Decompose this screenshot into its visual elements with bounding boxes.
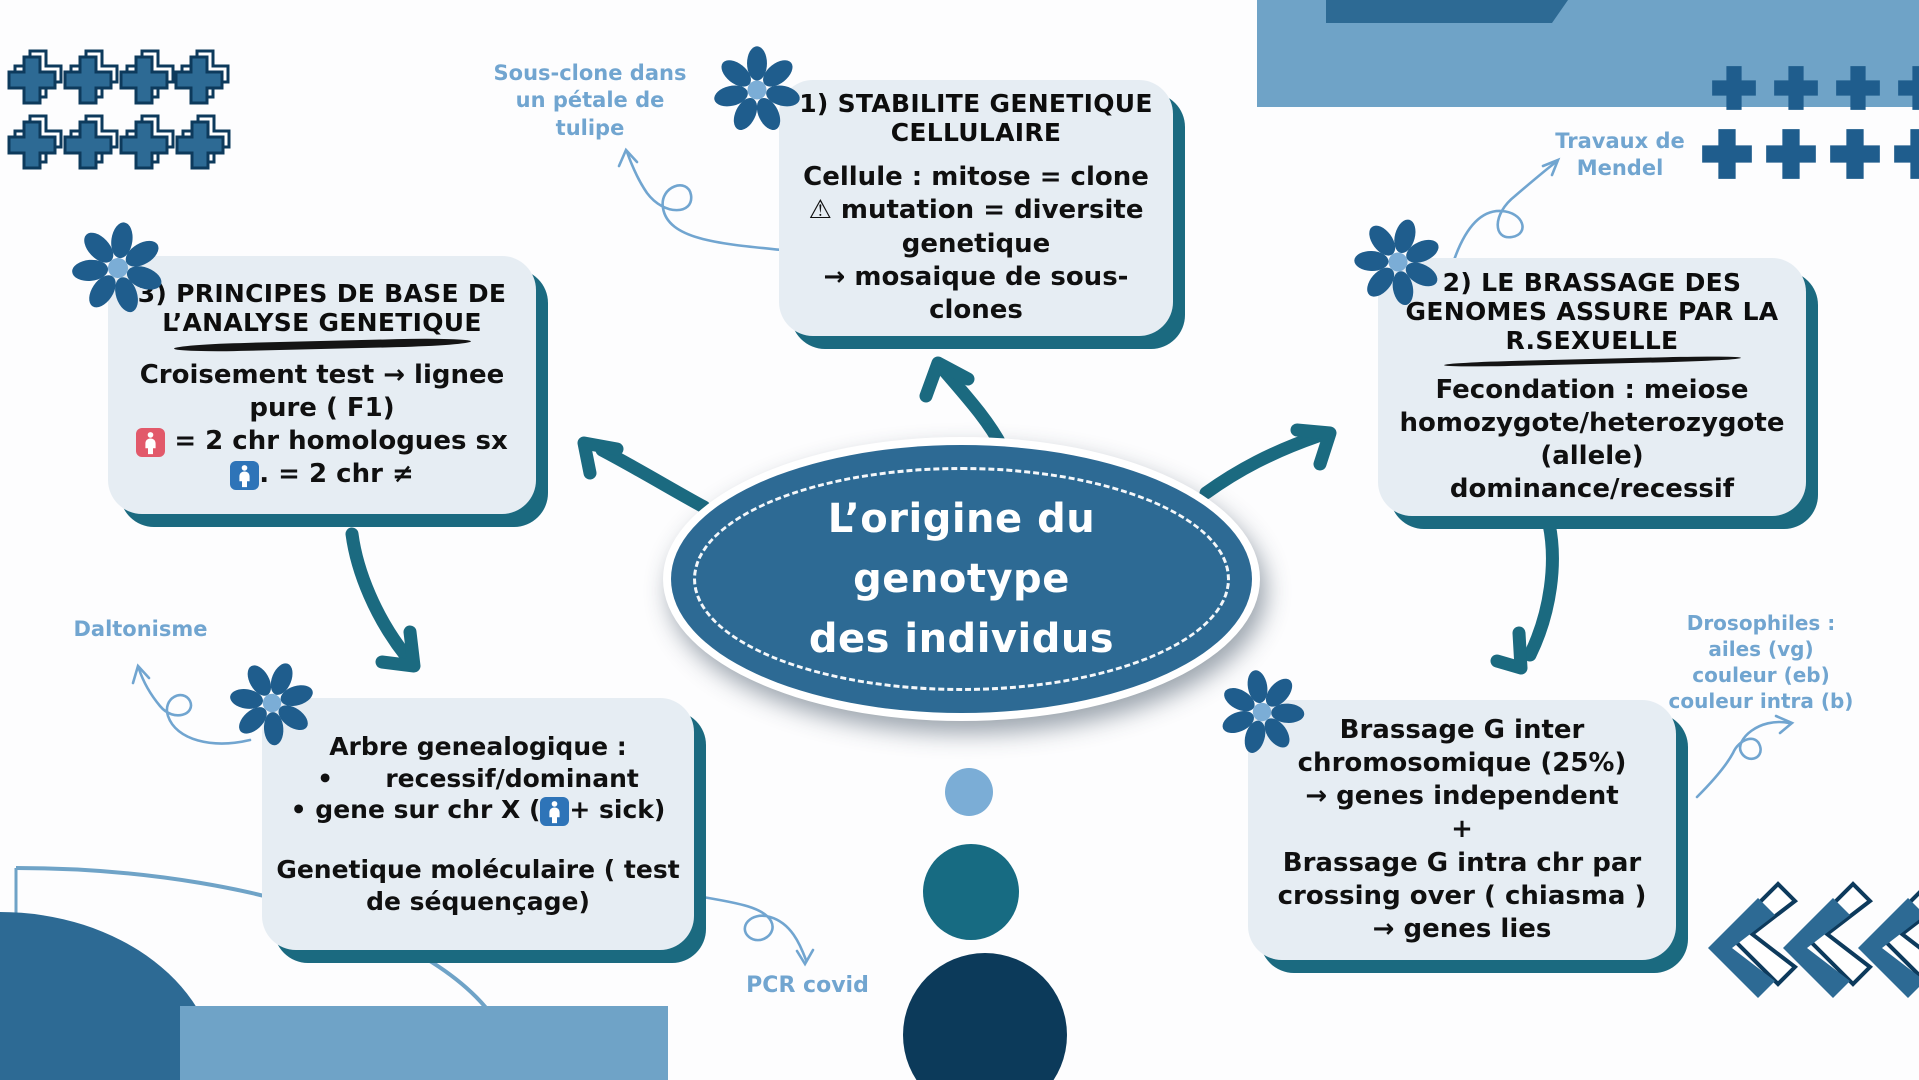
box-line: → genes independent [1305, 781, 1619, 812]
node-arbre-genealogique: Arbre genealogique :• recessif/dominant•… [262, 698, 694, 950]
curly-arrow-pcr [695, 894, 808, 962]
male-icon [230, 461, 260, 491]
central-topic-ellipse: L’origine du genotype des individus [663, 437, 1260, 721]
box-line: Brassage G intra chr par [1282, 847, 1642, 878]
top-left-cross-pattern [7, 49, 231, 170]
box-line: Cellule : mitose = clone [803, 162, 1149, 193]
box-line: → mosaique de sous-clones [823, 261, 1129, 325]
curly-arrow-drosophiles [1695, 720, 1791, 799]
box-line: pure ( F1) [249, 392, 395, 423]
center-dot-trail [903, 768, 1067, 1080]
box-line: Brassage G inter [1339, 715, 1585, 746]
label-pcr-covid: PCR covid [746, 973, 869, 998]
box-line [270, 826, 686, 854]
node-stabilite-genetique: 1) STABILITE GENETIQUE CELLULAIRE Cellul… [779, 80, 1173, 336]
node3-title: 3) PRINCIPES DE BASE DE L’ANALYSE GENETI… [137, 278, 507, 337]
node-principes-analyse: 3) PRINCIPES DE BASE DE L’ANALYSE GENETI… [108, 256, 536, 514]
box-line: Arbre genealogique : [329, 731, 627, 761]
title-underline [1443, 355, 1741, 368]
box-line: de séquençage) [366, 886, 590, 916]
top-right-dark-strip [1326, 0, 1568, 23]
box-line: • gene sur chr X (+ sick) [290, 795, 666, 827]
label-drosophiles: Drosophiles : ailes (vg) couleur (eb) co… [1668, 611, 1854, 713]
central-topic-fill: L’origine du genotype des individus [671, 445, 1252, 713]
box-line: homozygote/heterozygote [1399, 407, 1785, 438]
box-line: ⚠ mutation = diversite [808, 195, 1144, 226]
label-sous-clone-tulipe: Sous-clone dans un pétale de tulipe [493, 61, 687, 140]
box-line: chromosomique (25%) [1297, 748, 1627, 779]
arbre-body: Arbre genealogique :• recessif/dominant•… [270, 731, 686, 918]
label-travaux-mendel: Travaux de Mendel [1555, 129, 1685, 181]
box-line: crossing over ( chiasma ) [1277, 880, 1647, 911]
curly-arrow-tulipe [625, 150, 784, 252]
box-line: = 2 chr homologues sx [116, 425, 528, 458]
node-brassage-genomes: 2) LE BRASSAGE DES GENOMES ASSURE PAR LA… [1378, 258, 1806, 516]
box-line: Croisement test → lignee [139, 359, 505, 390]
label-daltonisme: Daltonisme [73, 617, 208, 641]
box-line: (allele) [1540, 440, 1644, 471]
arrow-to-node1 [935, 361, 1009, 454]
bottom-right-chevrons [1708, 882, 1919, 998]
box-line: Fecondation : meiose [1435, 374, 1749, 405]
curly-arrow-daltonisme [137, 667, 252, 745]
title-underline [839, 148, 1113, 155]
box-line: • recessif/dominant [317, 763, 639, 793]
top-right-banner [1257, 0, 1919, 107]
box-line: Genetique moléculaire ( test [276, 854, 680, 884]
box-line: . = 2 chr ≠ [116, 458, 528, 491]
node1-title: 1) STABILITE GENETIQUE CELLULAIRE [799, 89, 1153, 148]
box-line: + [1451, 814, 1473, 845]
arrow-to-node3 [595, 443, 711, 514]
female-icon [136, 428, 166, 457]
arrow-node3-to-arbre [345, 527, 413, 663]
arrow-node2-to-brassage [1523, 517, 1559, 662]
male-icon [540, 797, 570, 827]
box-line: dominance/recessif [1449, 473, 1735, 504]
box-line: genetique [901, 228, 1051, 259]
node1-body: Cellule : mitose = clone⚠ mutation = div… [787, 161, 1165, 326]
dashed-border [693, 467, 1230, 691]
top-right-plus-pattern [1702, 66, 1919, 179]
box-line: → genes lies [1372, 913, 1552, 944]
central-topic-title: L’origine du genotype des individus [808, 496, 1115, 662]
node2-title: 2) LE BRASSAGE DES GENOMES ASSURE PAR LA… [1405, 268, 1779, 355]
arrow-to-node2 [1199, 429, 1325, 500]
title-underline [173, 337, 471, 353]
